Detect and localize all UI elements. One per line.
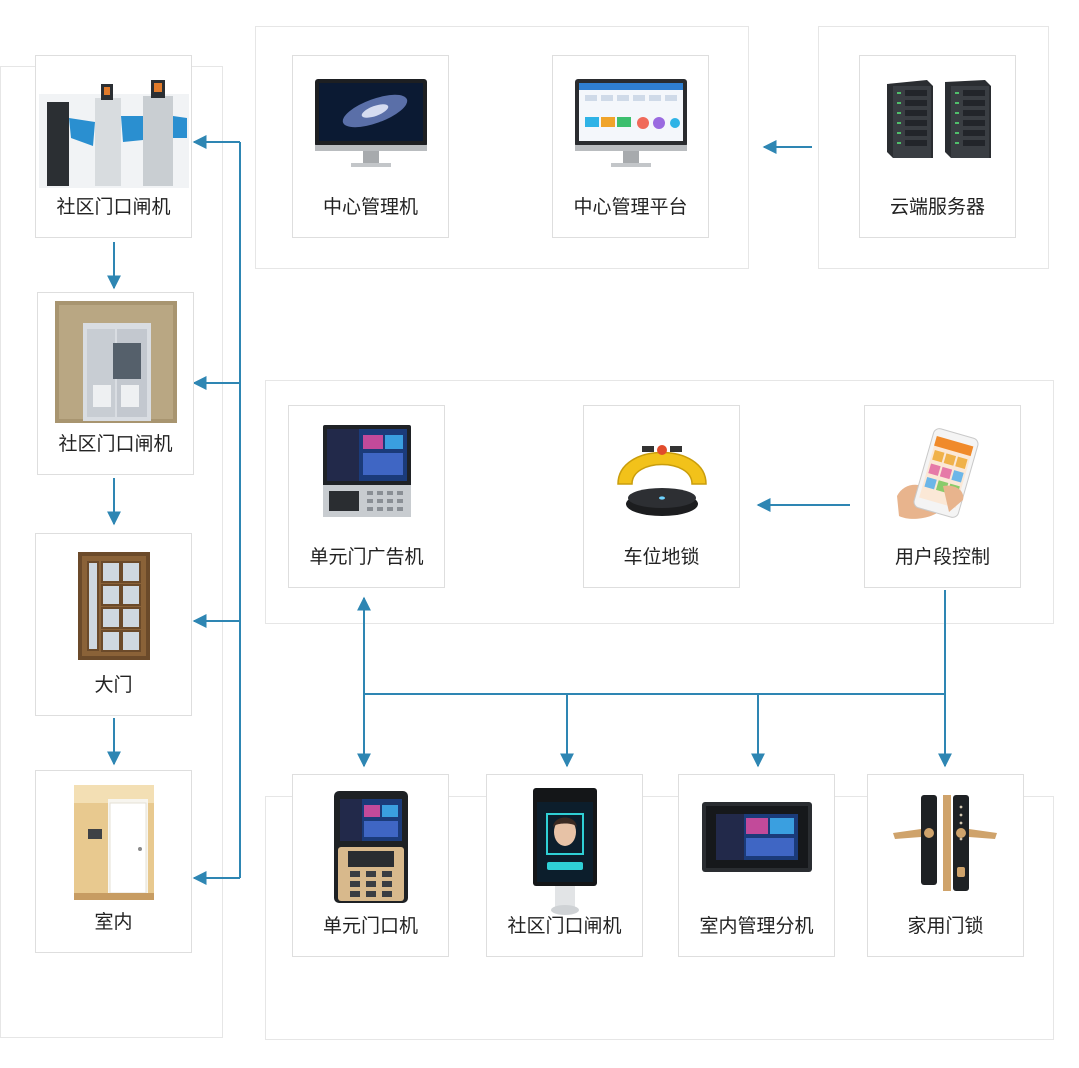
turnstile-gate-icon — [38, 79, 189, 188]
card-label: 单元门广告机 — [309, 546, 424, 568]
face-recognition-terminal-icon — [532, 788, 597, 915]
card-label: 室内 — [94, 911, 133, 933]
card-label: 云端服务器 — [889, 196, 985, 218]
card-label: 社区门口闸机 — [58, 433, 173, 455]
card-label: 用户段控制 — [894, 546, 990, 568]
card-label: 大门 — [94, 674, 133, 696]
card-label: 家用门锁 — [907, 915, 984, 937]
card-label: 中心管理机 — [322, 196, 418, 218]
card-unit-door: 单元门口机 — [292, 774, 449, 957]
card-label: 单元门口机 — [322, 915, 418, 937]
card-label: 社区门口闸机 — [507, 915, 622, 937]
card-label: 车位地锁 — [623, 546, 700, 568]
card-home-lock: 家用门锁 — [867, 774, 1024, 957]
server-rack-icon — [886, 80, 991, 158]
desktop-monitor-icon — [314, 79, 427, 167]
card-indoor: 室内 — [35, 770, 192, 953]
card-label: 室内管理分机 — [699, 915, 814, 937]
card-main-door: 大门 — [35, 533, 192, 716]
smart-door-lock-icon — [892, 795, 997, 891]
card-parking-lock: 车位地锁 — [583, 405, 740, 588]
card-label: 中心管理平台 — [573, 196, 688, 218]
indoor-room-icon — [73, 785, 154, 900]
card-gate-turnstile: 社区门口闸机 — [35, 55, 192, 238]
card-user-control: 用户段控制 — [864, 405, 1021, 588]
indoor-monitor-icon — [701, 802, 812, 872]
management-dashboard-icon — [574, 79, 687, 167]
card-community-gate: 社区门口闸机 — [486, 774, 643, 957]
card-center-platform: 中心管理平台 — [552, 55, 709, 238]
parking-lock-icon — [616, 445, 707, 516]
security-door-icon — [54, 301, 177, 423]
smartphone-icon — [896, 428, 978, 519]
card-indoor-unit: 室内管理分机 — [678, 774, 835, 957]
card-unit-ad: 单元门广告机 — [288, 405, 445, 588]
double-door-icon — [77, 552, 150, 660]
card-cloud-server: 云端服务器 — [859, 55, 1016, 238]
door-intercom-icon — [333, 791, 408, 903]
advertising-terminal-icon — [322, 425, 411, 517]
card-gate-door: 社区门口闸机 — [37, 292, 194, 475]
card-label: 社区门口闸机 — [56, 196, 171, 218]
card-center-pc: 中心管理机 — [292, 55, 449, 238]
